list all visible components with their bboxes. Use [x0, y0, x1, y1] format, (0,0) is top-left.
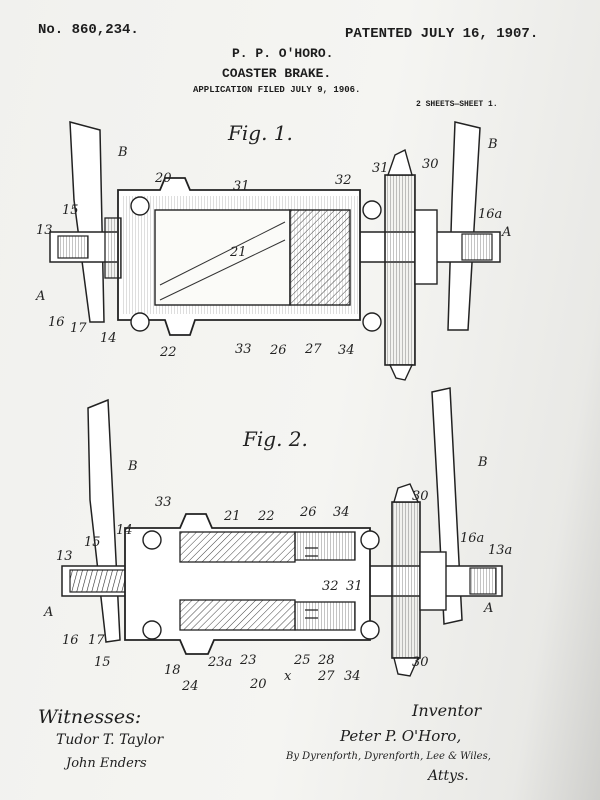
patent-date: PATENTED JULY 16, 1907. — [345, 26, 539, 42]
fig2-label: 33 — [155, 495, 172, 510]
patent-number: No. 860,234. — [38, 22, 139, 38]
fig1-label: 33 — [235, 342, 252, 357]
inventor-label: Inventor — [412, 701, 482, 720]
fig2-title: Fig. 2. — [242, 427, 308, 451]
fig2-fork-left — [87, 398, 121, 643]
fig2-label: 34 — [333, 505, 350, 520]
fig1-label: 27 — [304, 342, 322, 357]
fig1-title: Fig. 1. — [227, 121, 293, 145]
fig1-label: 16a — [478, 207, 502, 222]
witnesses-label: Witnesses: — [38, 706, 142, 728]
attorneys-signature: By Dyrenforth, Dyrenforth, Lee & Wiles, — [286, 751, 491, 762]
fig2-sprocket — [391, 501, 421, 659]
fig1-label: A — [501, 225, 511, 240]
fig1-label: B — [117, 145, 128, 160]
fig1-label: 26 — [269, 343, 287, 358]
fig1-label: 31 — [372, 161, 389, 176]
fig2-label: A — [43, 605, 53, 620]
fig2-label: x — [284, 669, 292, 684]
fig2-label: 17 — [88, 633, 105, 648]
fig1-label: 21 — [229, 245, 247, 260]
fig2-label: 23a — [207, 655, 232, 670]
inventor-name-header: P. P. O'HORO. — [232, 46, 334, 61]
fig2-label: 24 — [181, 679, 199, 694]
fig1-sprocket — [384, 174, 416, 366]
fig1-label: 20 — [154, 171, 172, 186]
fig2-label: 25 — [293, 653, 311, 668]
witness-signature-1: Tudor T. Taylor — [56, 732, 164, 748]
fig1-label: 22 — [159, 345, 177, 360]
fig1-label: 17 — [70, 321, 87, 336]
fig2-label: B — [477, 455, 488, 470]
fig2-label: 14 — [116, 523, 133, 538]
witness-signature-2: John Enders — [66, 756, 147, 771]
application-filed: APPLICATION FILED JULY 9, 1906. — [193, 85, 361, 95]
fig2-label: 26 — [299, 505, 317, 520]
fig1-label: 34 — [338, 343, 355, 358]
fig1-fork-left — [69, 121, 105, 323]
fig2-label: 32 — [322, 579, 339, 594]
fig2-label: 31 — [346, 579, 363, 594]
fig2-label: 30 — [412, 489, 429, 504]
fig2-label: 15 — [94, 655, 111, 670]
attorneys-abbrev: Attys. — [428, 768, 469, 784]
fig1-label: 15 — [62, 203, 79, 218]
fig2-fork-right — [431, 387, 463, 625]
fig2-label: 13a — [488, 543, 512, 558]
fig2-label: 28 — [317, 653, 335, 668]
fig2-label: 18 — [164, 663, 181, 678]
fig2-label: 34 — [344, 669, 361, 684]
fig2-label: 15 — [84, 535, 101, 550]
fig2-label: 13 — [56, 549, 73, 564]
fig1-label: 30 — [422, 157, 439, 172]
fig2-label: 20 — [249, 677, 267, 692]
fig1-label: B — [487, 137, 498, 152]
fig1-label: 32 — [335, 173, 352, 188]
fig1-label: 14 — [100, 331, 117, 346]
fig2-label: A — [483, 601, 493, 616]
fig2-label: 30 — [412, 655, 429, 670]
fig1-label: A — [35, 289, 45, 304]
fig2-label: 16a — [460, 531, 484, 546]
fig2-label: B — [127, 459, 138, 474]
fig1-fork-right — [447, 121, 481, 331]
fig1-label: 13 — [36, 223, 53, 238]
fig1-label: 31 — [233, 179, 250, 194]
fig2-label: 16 — [62, 633, 79, 648]
sheet-count: 2 SHEETS—SHEET 1. — [416, 100, 498, 109]
fig2-label: 23 — [239, 653, 257, 668]
patent-title: COASTER BRAKE. — [222, 66, 332, 81]
fig1-label: 16 — [48, 315, 65, 330]
inventor-signature: Peter P. O'Horo, — [340, 727, 462, 745]
fig2-label: 21 — [223, 509, 241, 524]
fig2-label: 27 — [317, 669, 335, 684]
fig2-label: 22 — [257, 509, 275, 524]
